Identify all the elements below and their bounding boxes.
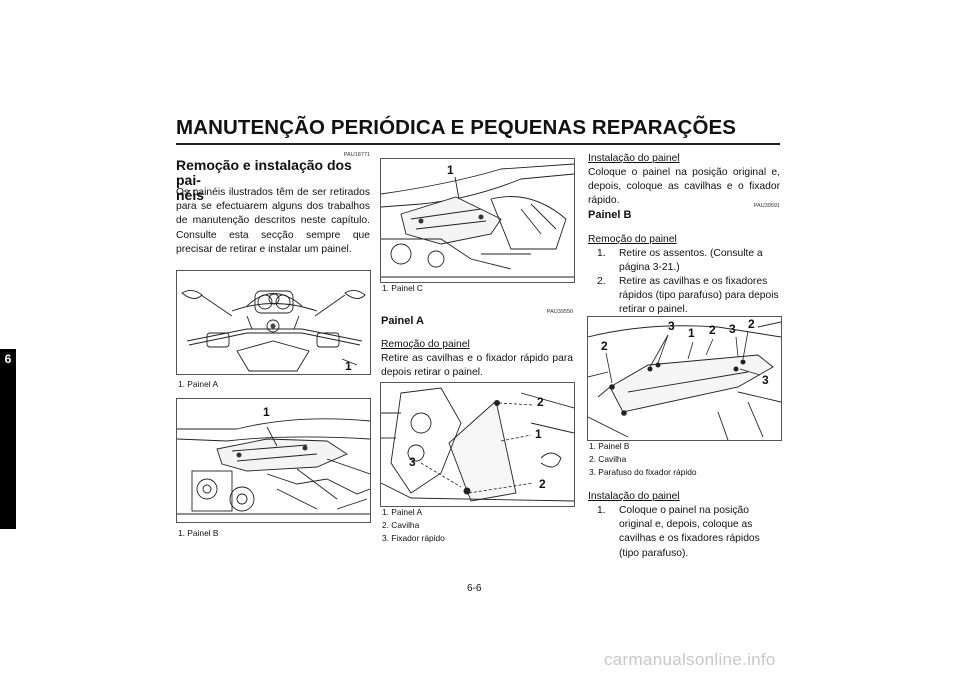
- step-text: Retire os assentos. (Consulte a página 3…: [619, 248, 763, 274]
- callout-3: 3: [729, 322, 736, 336]
- figure-caption-list: 1. Painel A 2. Cavilha 3. Fixador rápido: [382, 506, 445, 545]
- step-number: 1.: [597, 248, 606, 259]
- watermark: carmanualsonline.info: [604, 650, 776, 669]
- figure-caption: 1. Painel A: [178, 379, 219, 389]
- paragraph: Coloque o painel na posição original e, …: [588, 167, 780, 207]
- panel-c-illustration: [381, 163, 574, 278]
- intro-paragraph: Os painéis ilustrados têm de ser retirad…: [176, 187, 370, 255]
- callout-2: 2: [539, 477, 546, 491]
- figure-panel-b-side: 1: [176, 398, 371, 523]
- callout-2: 2: [709, 323, 716, 337]
- callout-1: 1: [263, 405, 270, 419]
- figure-panel-a-detail: 2 1 3 2: [380, 382, 575, 507]
- paragraph: Retire as cavilhas e o fixador rápido pa…: [381, 353, 573, 379]
- step-item: 2. Retire as cavilhas e os fixadores ráp…: [597, 275, 780, 318]
- step-item: 1. Retire os assentos. (Consulte a págin…: [597, 247, 780, 275]
- caption-item: 1. Painel B: [589, 441, 630, 451]
- caption-item: 2. Cavilha: [382, 520, 420, 530]
- figure-caption-list: 1. Painel B 2. Cavilha 3. Parafuso do fi…: [589, 440, 697, 479]
- step-number: 1.: [597, 505, 606, 516]
- page-number: 6-6: [467, 583, 482, 594]
- callout-2: 2: [601, 339, 608, 353]
- callout-2: 2: [748, 317, 755, 331]
- callout-1: 1: [447, 163, 454, 177]
- figure-panel-b-detail: 3 1 2 3 2 2 3: [587, 316, 782, 441]
- subheading: Remoção do painel: [588, 234, 677, 245]
- callout-3: 3: [668, 319, 675, 333]
- section-code: PAU18771: [343, 152, 370, 158]
- caption-item: 3. Fixador rápido: [382, 533, 445, 543]
- step-item: 1. Coloque o painel na posição original …: [597, 504, 780, 561]
- section-code: PAU39550: [546, 309, 573, 315]
- motorcycle-side-illustration: [177, 418, 370, 515]
- subheading: Instalação do painel: [588, 153, 680, 164]
- step-text: Coloque o painel na posição original e, …: [619, 505, 760, 559]
- caption-item: 2. Cavilha: [589, 454, 627, 464]
- callout-3: 3: [409, 455, 416, 469]
- section-heading: Painel A: [381, 315, 424, 327]
- section-code: PAU39591: [753, 203, 780, 209]
- subheading: Remoção do painel: [381, 339, 470, 350]
- step-text: Retire as cavilhas e os fixadores rápido…: [619, 276, 779, 316]
- callout-1: 1: [535, 427, 542, 441]
- chapter-tab-number: 6: [4, 352, 12, 366]
- callout-2: 2: [537, 395, 544, 409]
- section-heading: Remoção e instalação dos pai- néis: [176, 158, 376, 203]
- subheading: Instalação do painel: [588, 491, 680, 502]
- caption-item: 3. Parafuso do fixador rápido: [589, 467, 697, 477]
- step-number: 2.: [597, 276, 606, 287]
- callout-1: 1: [345, 359, 352, 373]
- panel-a-detail-illustration: [381, 387, 574, 502]
- callout-1: 1: [688, 326, 695, 340]
- handlebar-illustration: [181, 290, 366, 372]
- page-header-title: MANUTENÇÃO PERIÓDICA E PEQUENAS REPARAÇÕ…: [176, 116, 737, 139]
- figure-panel-c: 1: [380, 158, 575, 283]
- section-heading: Painel B: [588, 209, 632, 221]
- section-heading-line-2: néis: [176, 187, 205, 203]
- figure-caption: 1. Painel B: [178, 528, 219, 538]
- header-rule: [176, 143, 780, 145]
- callout-3: 3: [762, 373, 769, 387]
- panel-b-detail-illustration: [588, 321, 781, 440]
- figure-caption: 1. Painel C: [382, 283, 423, 293]
- chapter-tab: [0, 349, 16, 529]
- caption-item: 1. Painel A: [382, 507, 423, 517]
- figure-panel-a-handlebar: 1: [176, 270, 371, 375]
- section-heading-line-1: Remoção e instalação dos pai-: [176, 157, 352, 188]
